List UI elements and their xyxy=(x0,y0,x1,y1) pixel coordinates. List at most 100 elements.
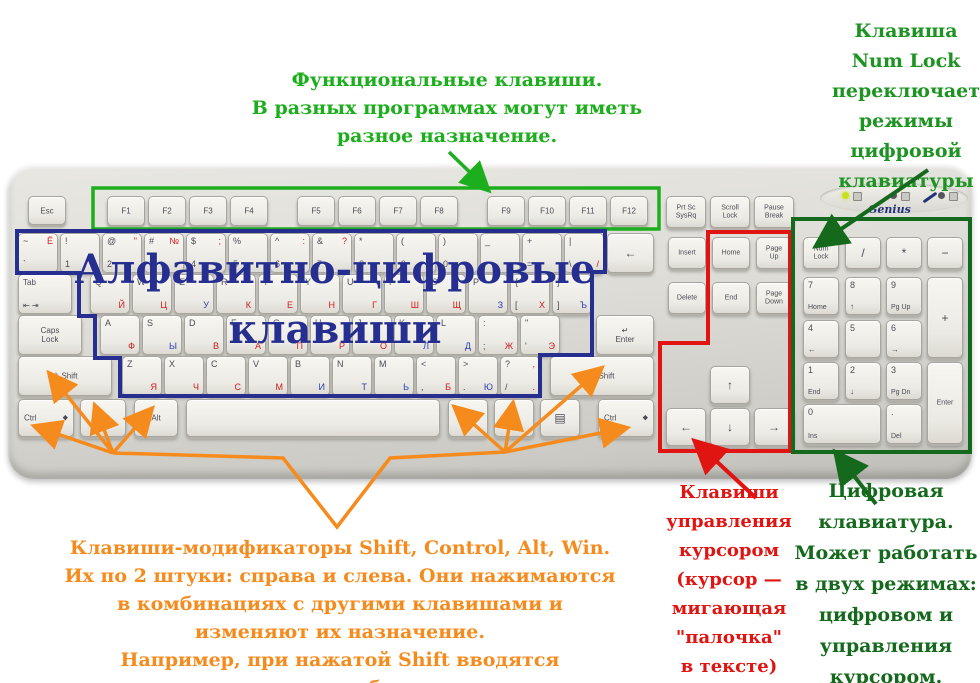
key-f1: F1 xyxy=(107,196,145,226)
key-esc: Esc xyxy=(28,196,66,225)
key-label: . xyxy=(532,382,535,392)
key-label: F5 xyxy=(311,206,321,216)
key-label: F8 xyxy=(434,206,444,216)
key-label: Ins xyxy=(808,432,818,440)
annotation-line: в тексте) xyxy=(680,656,778,677)
key-f9: F9 xyxy=(487,196,525,226)
key-label: 5 xyxy=(850,323,856,333)
key-label: Home xyxy=(721,249,741,257)
key-np-4: 4← xyxy=(803,320,839,358)
key-rctrl: Ctrl ◆ xyxy=(598,399,654,437)
key-label: F11 xyxy=(581,206,595,216)
annotation-line: клавиатуры xyxy=(838,170,974,192)
key-label: . xyxy=(891,407,894,417)
key-label: 8 xyxy=(850,280,856,290)
key-label: F9 xyxy=(501,206,511,216)
key-label: M xyxy=(379,359,387,369)
key-label: Alt xyxy=(463,413,473,423)
key-np-dot: .Del xyxy=(886,404,922,444)
key-label: → xyxy=(768,420,780,434)
key-label: Ю xyxy=(483,382,493,392)
key-f6: F6 xyxy=(338,196,376,226)
key-label: Num Lock xyxy=(813,245,829,261)
annotation-line: в двух режимах: xyxy=(795,573,977,595)
key-label: Ctrl xyxy=(604,413,617,423)
key-label: < xyxy=(421,359,427,369)
key-label: Delete xyxy=(676,294,698,302)
key-label: X xyxy=(169,359,176,369)
key-slash: ?,/. xyxy=(500,356,540,396)
key-np-6: 6→ xyxy=(886,320,922,358)
key-label: Page Up xyxy=(765,245,783,261)
key-rwin: ⊞ xyxy=(494,399,534,437)
key-label: ◆ xyxy=(642,414,648,422)
key-label: Insert xyxy=(678,249,696,257)
key-f5: F5 xyxy=(297,196,335,226)
key-np-subtract: − xyxy=(927,237,963,269)
key-label: + xyxy=(941,310,949,325)
key-label: ↵ Enter xyxy=(615,326,635,344)
key-label: , xyxy=(532,359,535,369)
scrolllock-led-symbol-icon xyxy=(949,192,958,201)
annotation-line: цифровой xyxy=(850,140,962,162)
annotation-function-keys: Функциональные клавиши.В разных программ… xyxy=(237,66,657,150)
annotation-line: Num Lock xyxy=(851,50,961,72)
key-f7: F7 xyxy=(379,196,417,226)
key-label: / xyxy=(861,246,865,260)
key-label: Prt Sc SysRq xyxy=(675,204,697,220)
key-f3: F3 xyxy=(189,196,227,226)
annotation-modifier-keys: Клавиши-модификаторы Shift, Control, Alt… xyxy=(60,534,620,683)
scrolllock-led-icon xyxy=(938,192,945,199)
annotation-line: Цифровая клавиатура. xyxy=(818,480,954,533)
key-lalt: Alt xyxy=(134,399,178,437)
annotation-line: Клавиша xyxy=(854,20,958,42)
annotation-line: (курсор — xyxy=(676,569,782,590)
key-space xyxy=(186,399,440,437)
key-prtsc: Prt Sc SysRq xyxy=(666,196,706,228)
key-label: С xyxy=(234,382,242,392)
key-arrow-up: ↑ xyxy=(710,366,750,404)
key-label: → xyxy=(891,345,899,354)
key-home: Home xyxy=(712,237,750,269)
key-scrolllock: Scroll Lock xyxy=(710,196,750,228)
annotation-line: режимы xyxy=(858,110,954,132)
key-insert: Insert xyxy=(668,237,706,269)
key-label: > xyxy=(463,359,469,369)
key-pageup: Page Up xyxy=(756,237,792,269)
annotation-line: управления xyxy=(666,511,792,532)
annotation-line: цифровом и xyxy=(818,604,954,626)
key-label: Я xyxy=(150,382,158,392)
key-label: ↑ xyxy=(727,378,733,392)
key-end: End xyxy=(712,282,750,314)
key-label: * xyxy=(901,246,907,260)
key-np-divide: / xyxy=(845,237,881,269)
key-menu: ▤ xyxy=(540,399,580,437)
key-label: End xyxy=(724,294,738,302)
key-f11: F11 xyxy=(569,196,607,226)
key-label: 2 xyxy=(850,365,856,375)
annotation-line: Клавиши xyxy=(679,482,779,503)
key-ralt: Alt xyxy=(448,399,488,437)
annotation-line: клавиши xyxy=(228,306,442,353)
key-label: Ё xyxy=(46,236,53,246)
key-backspace: ← xyxy=(607,233,654,273)
key-f10: F10 xyxy=(528,196,566,226)
key-period: >.Ю xyxy=(458,356,498,396)
key-label: ↓ xyxy=(727,420,733,434)
key-label: 3 xyxy=(891,365,897,375)
key-label: ◆ xyxy=(62,414,68,422)
annotation-line: мигающая xyxy=(671,598,787,619)
key-label: End xyxy=(808,388,821,396)
key-np-enter: Enter xyxy=(927,362,963,444)
key-label: N xyxy=(337,359,344,369)
key-tilde: ~Ё` xyxy=(18,233,58,273)
